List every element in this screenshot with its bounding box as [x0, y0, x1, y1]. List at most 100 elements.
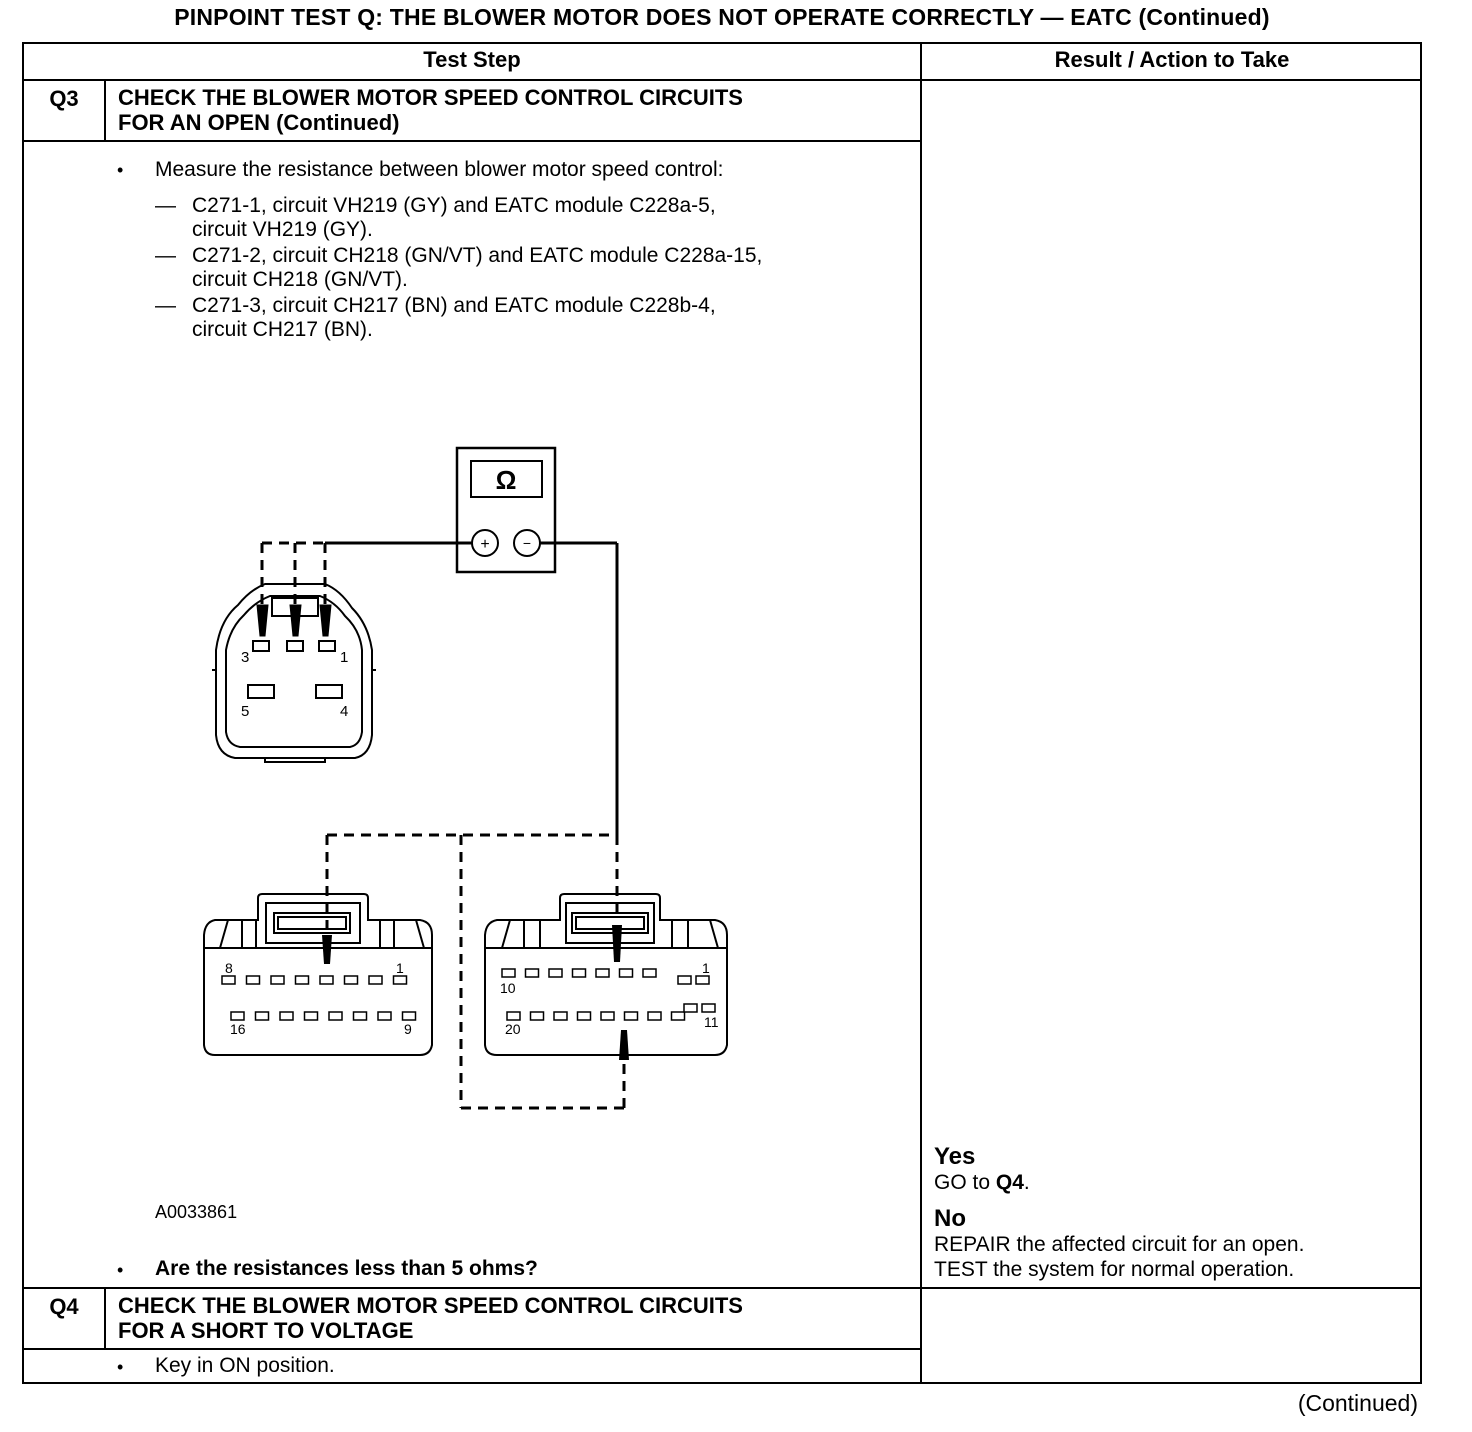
- result-no-line1: REPAIR the affected circuit for an open.: [934, 1233, 1305, 1256]
- connector-pin: [230, 1011, 245, 1021]
- result-yes-label: Yes: [934, 1143, 976, 1170]
- minus-terminal: −: [523, 535, 531, 551]
- connector-pin: [618, 968, 634, 978]
- connector-pin: [221, 975, 236, 985]
- step-title-q3-line2: FOR AN OPEN (Continued): [118, 110, 400, 135]
- c228a-connector: [203, 893, 433, 1056]
- bullet: •: [117, 1357, 124, 1377]
- connector-pin: [670, 1011, 686, 1021]
- q3-item-2: C271-2, circuit CH218 (GN/VT) and EATC m…: [192, 244, 762, 292]
- q3-item-3: C271-3, circuit CH217 (BN) and EATC modu…: [192, 294, 716, 342]
- q3-question: Are the resistances less than 5 ohms?: [155, 1257, 538, 1280]
- dash: —: [155, 194, 176, 217]
- q3-item-2-line1: C271-2, circuit CH218 (GN/VT) and EATC m…: [192, 244, 763, 267]
- page-title: PINPOINT TEST Q: THE BLOWER MOTOR DOES N…: [174, 4, 1270, 30]
- result-yes-action: GO to: [934, 1171, 991, 1194]
- pin-label: 3: [241, 649, 249, 666]
- connector-pin: [392, 975, 408, 985]
- connector-pin: [368, 975, 383, 985]
- connector-pin: [595, 968, 610, 978]
- connector-pin: [328, 1011, 343, 1021]
- connector-pin: [623, 1011, 639, 1021]
- connector-pin: [576, 1011, 592, 1021]
- pin-label: 9: [404, 1021, 412, 1037]
- connector-pin: [701, 1003, 716, 1013]
- step-title-q4-line2: FOR A SHORT TO VOLTAGE: [118, 1318, 414, 1343]
- q3-item-3-line2: circuit CH217 (BN).: [192, 318, 373, 341]
- bullet: •: [117, 1260, 124, 1280]
- ohmmeter: Ω + −: [455, 446, 557, 574]
- c271-probes: [256, 604, 332, 637]
- connector-pin: [377, 1011, 392, 1021]
- step-title-q4: CHECK THE BLOWER MOTOR SPEED CONTROL CIR…: [118, 1293, 743, 1343]
- connector-pin: [319, 975, 334, 985]
- test-leads: [260, 541, 626, 1110]
- c228b-probes: [612, 925, 629, 1060]
- step-id-divider-q3: [104, 79, 106, 140]
- header-test-step: Test Step: [423, 47, 521, 72]
- c228b-pins: [501, 968, 716, 1021]
- c228b-pin-labels: 1 10 20 11: [500, 960, 719, 1037]
- pin-label: 10: [500, 980, 516, 996]
- step-id-divider-q4: [104, 1287, 106, 1349]
- connector-pin: [501, 968, 516, 978]
- dash: —: [155, 244, 176, 267]
- connector-pin: [553, 1011, 568, 1021]
- c228a-probe: [322, 935, 332, 964]
- step-title-q3-line1: CHECK THE BLOWER MOTOR SPEED CONTROL CIR…: [118, 85, 743, 110]
- bullet: •: [117, 160, 124, 180]
- q3-item-1: C271-1, circuit VH219 (GY) and EATC modu…: [192, 194, 716, 242]
- connector-pin: [352, 1011, 368, 1021]
- connector-pin: [401, 1011, 417, 1021]
- pin-label: 1: [702, 960, 710, 976]
- connector-pin: [245, 975, 261, 985]
- plus-terminal: +: [480, 536, 489, 553]
- dash: —: [155, 294, 176, 317]
- step-title-q3: CHECK THE BLOWER MOTOR SPEED CONTROL CIR…: [118, 85, 743, 135]
- connector-pin: [506, 1011, 521, 1021]
- connector-pin: [343, 975, 359, 985]
- q3-title-divider: [22, 140, 922, 142]
- q3-item-2-line2: circuit CH218 (GN/VT).: [192, 268, 408, 291]
- c271-pin-labels: 3 1 5 4: [241, 649, 348, 720]
- q3-item-1-line2: circuit VH219 (GY).: [192, 218, 373, 241]
- connector-pin: [303, 1011, 319, 1021]
- connector-pin: [642, 968, 657, 978]
- q4-title-divider: [22, 1348, 922, 1350]
- step-id-q3: Q3: [49, 86, 79, 111]
- c228a-pins: [221, 975, 417, 1021]
- pin-label: 1: [396, 960, 404, 976]
- result-yes-end: .: [1023, 1171, 1030, 1194]
- pin-label: 1: [340, 649, 348, 666]
- q3-item-1-line1: C271-1, circuit VH219 (GY) and EATC modu…: [192, 194, 716, 217]
- connector-pin: [695, 975, 710, 985]
- q3-item-3-line1: C271-3, circuit CH217 (BN) and EATC modu…: [192, 294, 716, 317]
- header-divider: [22, 79, 1422, 81]
- continued-footer: (Continued): [1297, 1390, 1418, 1416]
- connector-pin: [294, 975, 310, 985]
- pinpoint-table: [22, 42, 1422, 1384]
- connector-pin: [270, 975, 285, 985]
- result-yes-target-link[interactable]: Q4: [995, 1171, 1024, 1194]
- c271-connector: [212, 583, 376, 763]
- q3-q4-divider: [22, 1287, 1422, 1289]
- result-yes-text: GO to Q4.: [934, 1170, 1030, 1195]
- column-divider: [920, 42, 922, 1384]
- pin-label: 20: [505, 1021, 521, 1037]
- connector-pin: [524, 968, 540, 978]
- connector-pin: [677, 975, 692, 985]
- figure-id: A0033861: [155, 1202, 238, 1222]
- result-no-label: No: [934, 1205, 966, 1232]
- step-id-q4: Q4: [49, 1294, 79, 1319]
- pin-label: 11: [704, 1014, 719, 1030]
- connector-pin: [647, 1011, 662, 1021]
- pin-label: 4: [340, 703, 348, 720]
- connector-pin: [279, 1011, 294, 1021]
- result-no-text: REPAIR the affected circuit for an open.…: [934, 1232, 1304, 1282]
- connector-pin: [548, 968, 563, 978]
- result-no-line2: TEST the system for normal operation.: [934, 1258, 1295, 1281]
- connector-pin: [529, 1011, 545, 1021]
- step-title-q4-line1: CHECK THE BLOWER MOTOR SPEED CONTROL CIR…: [118, 1293, 743, 1318]
- connector-pin: [571, 968, 587, 978]
- c228b-connector: [484, 893, 728, 1056]
